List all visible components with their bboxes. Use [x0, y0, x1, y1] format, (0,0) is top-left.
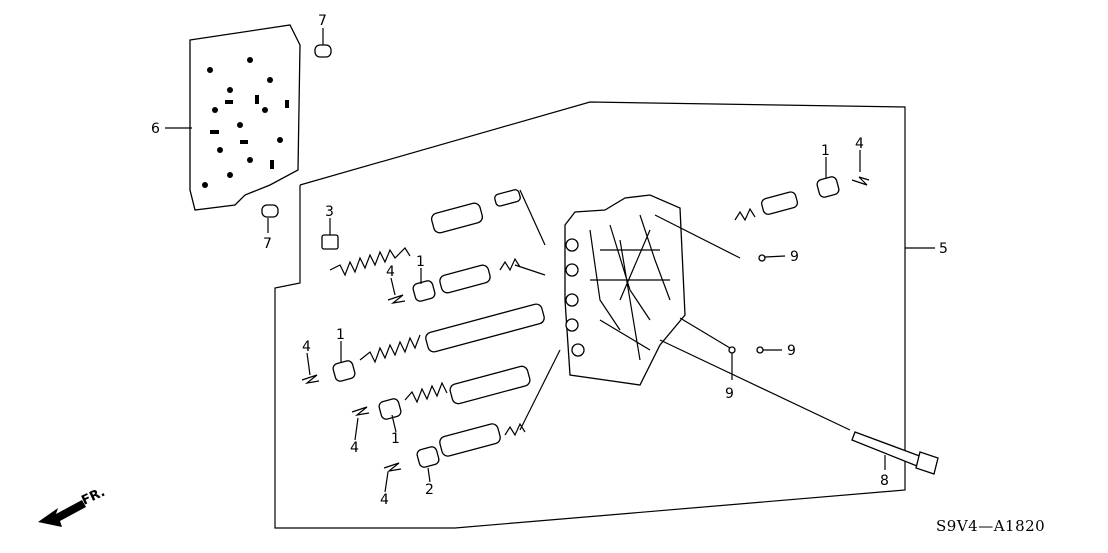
front-arrow-icon	[38, 500, 86, 527]
callout-clip-right: 4	[855, 136, 864, 152]
front-label: FR.	[79, 485, 107, 509]
valve-body	[564, 194, 686, 386]
callout-clip-a: 4	[386, 264, 395, 280]
separator-plate	[189, 24, 301, 211]
callout-ball-c: 9	[725, 386, 734, 402]
callout-cap-a: 1	[416, 254, 425, 270]
end-caps	[332, 176, 840, 468]
callout-separator-plate: 6	[151, 121, 160, 137]
callout-cap-d: 2	[425, 482, 434, 498]
callout-flange-bolt: 8	[880, 473, 889, 489]
plate-pin-bottom	[261, 204, 279, 218]
valve-spools	[425, 189, 799, 457]
callout-ball-b: 9	[787, 343, 796, 359]
leader-lines	[165, 28, 935, 493]
callout-cap-b: 1	[336, 327, 345, 343]
callout-valve-body-assembly: 5	[939, 241, 948, 257]
valve-springs	[329, 207, 756, 437]
callout-plate-pin-bottom: 7	[263, 236, 272, 252]
callout-clip-c: 4	[350, 440, 359, 456]
clips	[301, 176, 870, 472]
callout-clip-b: 4	[302, 339, 311, 355]
plate-pin-top	[314, 44, 332, 58]
callout-ball-a: 9	[790, 249, 799, 265]
assembly-boundary	[274, 101, 906, 529]
flange-bolt	[851, 431, 939, 475]
diagram-code: S9V4—A1820	[936, 517, 1045, 535]
callout-stopper: 3	[325, 204, 334, 220]
check-balls	[728, 254, 766, 354]
stopper	[321, 234, 339, 250]
callout-plate-pin-top: 7	[318, 13, 327, 29]
callout-clip-d: 4	[380, 492, 389, 508]
callout-cap-c: 1	[391, 431, 400, 447]
callout-cap-right: 1	[821, 143, 830, 159]
